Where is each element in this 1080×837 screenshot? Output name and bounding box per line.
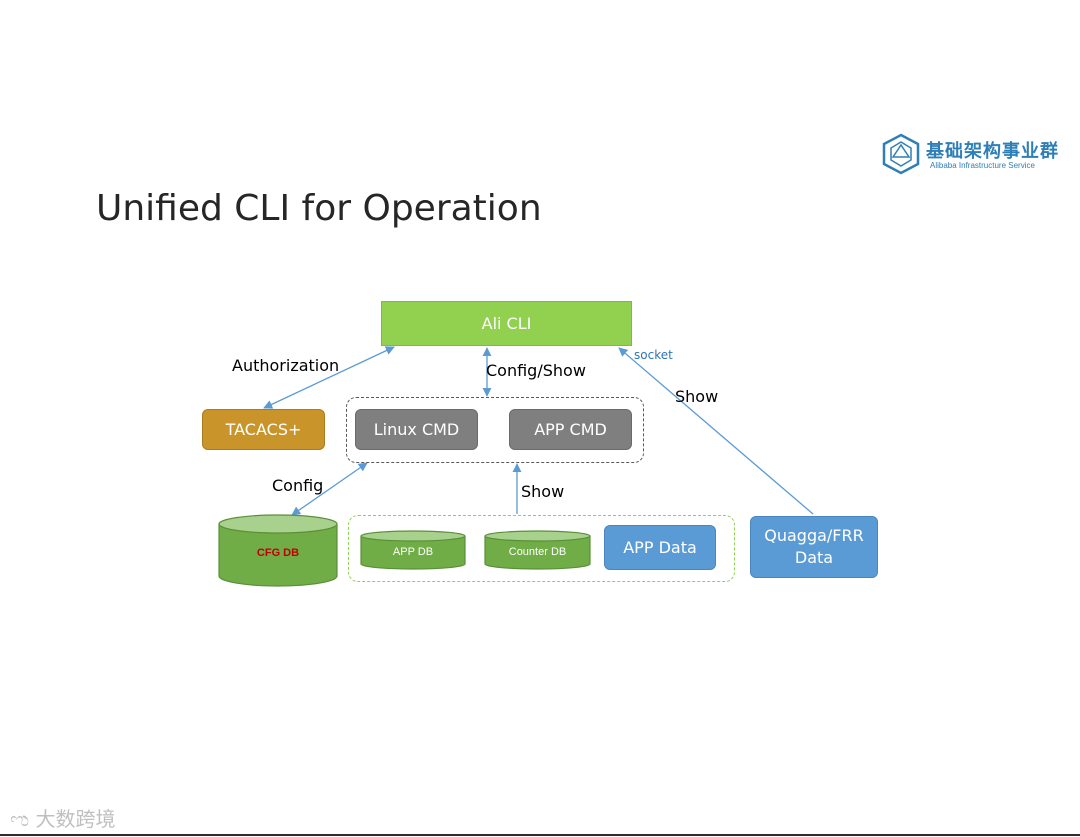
node-counter-db	[484, 530, 591, 570]
logo-name-cn: 基础架构事业群	[926, 141, 1059, 162]
watermark: ಌ 大数跨境	[10, 803, 116, 832]
node-tacacs: TACACS+	[202, 409, 325, 450]
bottom-border	[0, 834, 1080, 836]
node-ali-cli: Ali CLI	[381, 301, 632, 346]
node-quagga-frr: Quagga/FRR Data	[750, 516, 878, 578]
cfg-db-label: CFG DB	[256, 547, 300, 559]
label-socket: socket	[634, 348, 673, 362]
slide-title: Unified CLI for Operation	[96, 188, 542, 229]
hexagon-logo-icon	[882, 133, 920, 175]
company-logo: 基础架构事业群 Alibaba Infrastructure Service	[880, 133, 1060, 175]
node-app-cmd: APP CMD	[509, 409, 632, 450]
edge-config	[291, 462, 368, 516]
watermark-text: 大数跨境	[35, 807, 116, 831]
app-db-label: APP DB	[392, 546, 434, 558]
quagga-label-line1: Quagga/FRR	[764, 526, 864, 545]
node-app-data: APP Data	[604, 525, 716, 570]
label-authorization: Authorization	[232, 356, 340, 375]
quagga-label-line2: Data	[794, 548, 834, 567]
node-app-db	[360, 530, 466, 570]
watermark-logo-icon: ಌ	[10, 807, 30, 831]
node-linux-cmd: Linux CMD	[355, 409, 478, 450]
label-show-quagga: Show	[675, 387, 719, 406]
label-config-show: Config/Show	[486, 361, 586, 380]
counter-db-label: Counter DB	[508, 546, 567, 558]
edge-authorization	[263, 346, 395, 409]
label-show-data: Show	[521, 482, 565, 501]
edge-socket-show	[618, 347, 814, 515]
logo-name-en: Alibaba Infrastructure Service	[930, 161, 1035, 170]
cmd-group	[346, 397, 644, 463]
data-group	[348, 515, 735, 582]
node-cfg-db	[218, 514, 338, 587]
label-config: Config	[272, 476, 324, 495]
